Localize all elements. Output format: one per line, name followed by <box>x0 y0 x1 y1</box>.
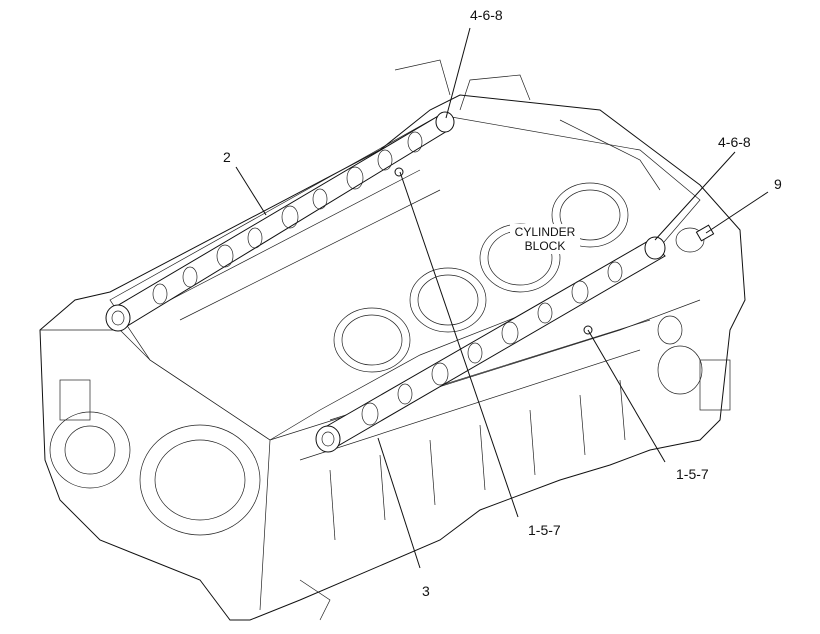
leader-lines <box>235 27 769 569</box>
callout-camshaft-2: 2 <box>223 149 231 165</box>
callout-1-5-7-lower: 1-5-7 <box>528 522 561 538</box>
front-end-housings <box>49 227 731 536</box>
block-label-backing <box>510 224 580 254</box>
callout-item-9: 9 <box>774 176 782 192</box>
crankcase-ribs <box>299 379 626 621</box>
callout-4-6-8-right: 4-6-8 <box>718 134 751 150</box>
camshaft-3 <box>315 236 666 453</box>
callout-4-6-8-top: 4-6-8 <box>470 7 503 23</box>
block-label-line1: CYLINDER <box>515 225 576 239</box>
block-label-line2: BLOCK <box>525 239 566 253</box>
bearing-bolts <box>394 167 715 335</box>
callout-camshaft-3: 3 <box>422 583 430 599</box>
camshaft-2 <box>105 111 455 332</box>
callout-1-5-7-right: 1-5-7 <box>676 466 709 482</box>
